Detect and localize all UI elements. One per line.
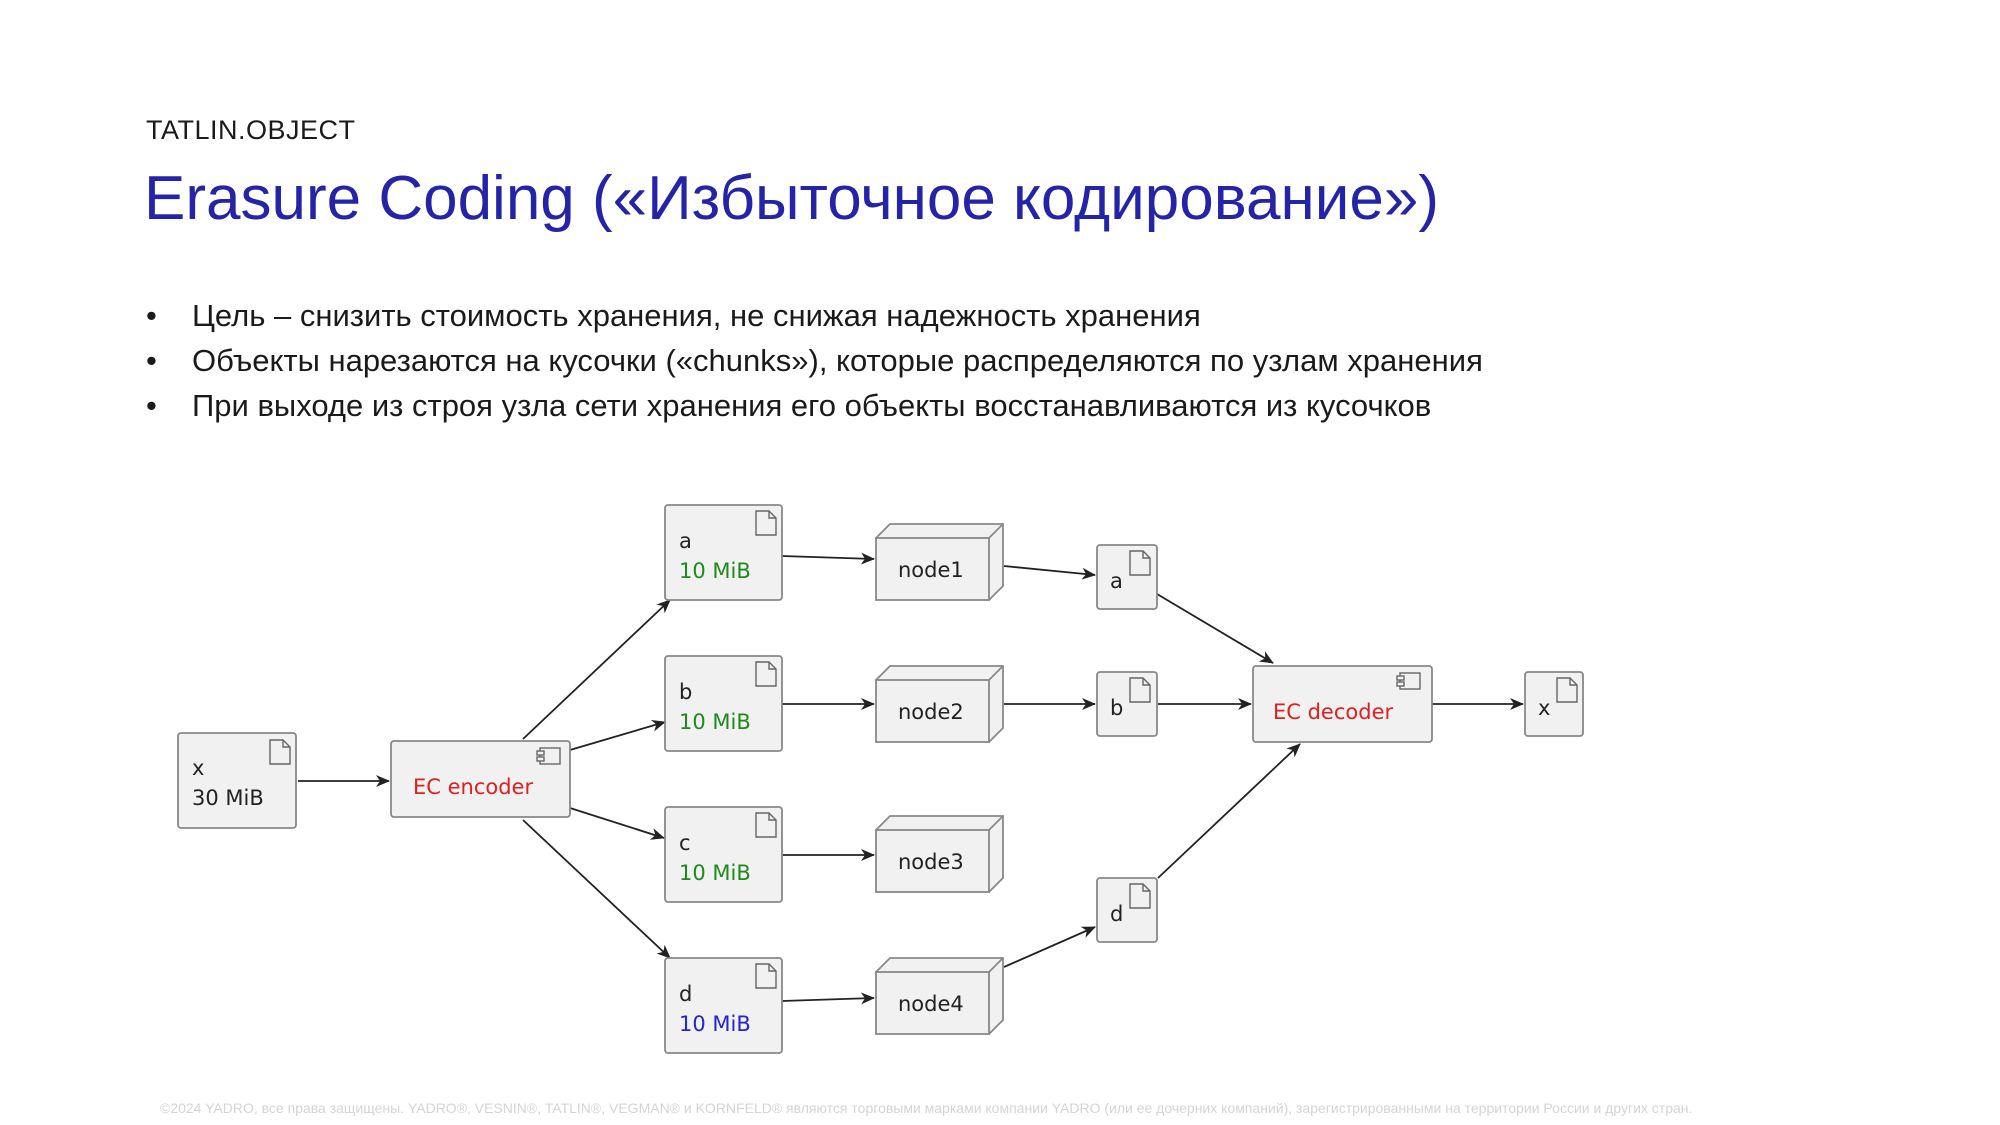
diagram-edges: [298, 552, 1524, 1005]
chunk-size: 10 MiB: [679, 1012, 751, 1036]
edge-retd-decoder: [1157, 743, 1301, 879]
chunk-label: a: [679, 529, 692, 553]
slide-title: Erasure Coding («Избыточное кодирование»…: [144, 164, 1439, 233]
edge-node1-reta: [1003, 565, 1096, 580]
chunk-label: d: [679, 982, 692, 1006]
document-icon: [755, 661, 777, 687]
output-label: x: [1538, 696, 1550, 720]
chunk-artifact: d 10 MiB: [664, 957, 783, 1054]
bullet-item: При выходе из строя узла сети хранения е…: [146, 383, 1483, 428]
retrieved-label: a: [1110, 569, 1123, 593]
storage-node: node4: [874, 957, 1004, 1036]
ec-encoder-component: EC encoder: [390, 740, 571, 818]
edge-encoder-b: [569, 719, 666, 751]
source-label: x: [192, 756, 204, 780]
node-label: node2: [898, 700, 964, 724]
edge-node4-retd: [1003, 926, 1096, 968]
source-artifact: x 30 MiB: [177, 732, 297, 829]
chunk-artifact: b 10 MiB: [664, 655, 783, 752]
edge-encoder-a: [522, 599, 671, 740]
retrieved-label: b: [1110, 696, 1123, 720]
bullet-list: Цель – снизить стоимость хранения, не сн…: [146, 293, 1483, 428]
document-icon: [269, 739, 291, 765]
storage-node: node2: [874, 665, 1004, 744]
bullet-item: Объекты нарезаются на кусочки («chunks»)…: [146, 338, 1483, 383]
copyright-footer: ©2024 YADRO, все права защищены. YADRO®,…: [160, 1100, 1693, 1116]
document-icon: [755, 812, 777, 838]
edge-encoder-c: [569, 807, 665, 840]
document-icon: [1556, 677, 1578, 703]
decoder-label: EC decoder: [1273, 700, 1394, 724]
encoder-label: EC encoder: [413, 775, 533, 799]
storage-node: node1: [874, 523, 1004, 602]
chunk-size: 10 MiB: [679, 861, 751, 885]
retrieved-chunk: a: [1096, 544, 1158, 610]
retrieved-chunk: d: [1096, 877, 1158, 943]
source-size: 30 MiB: [192, 786, 264, 810]
chunk-artifact: c 10 MiB: [664, 806, 783, 903]
document-icon: [755, 963, 777, 989]
chunk-artifact: a 10 MiB: [664, 504, 783, 601]
storage-node: node3: [874, 815, 1004, 894]
ec-decoder-component: EC decoder: [1252, 665, 1433, 743]
node-label: node1: [898, 558, 964, 582]
document-icon: [1129, 883, 1151, 909]
edge-reta-decoder: [1156, 593, 1274, 664]
node-label: node4: [898, 992, 964, 1016]
document-icon: [755, 510, 777, 536]
chunk-label: b: [679, 680, 692, 704]
document-icon: [1129, 677, 1151, 703]
component-icon: [536, 747, 561, 765]
chunk-label: c: [679, 831, 691, 855]
chunk-size: 10 MiB: [679, 710, 751, 734]
retrieved-chunk: b: [1096, 671, 1158, 737]
retrieved-label: d: [1110, 902, 1123, 926]
output-artifact: x: [1524, 671, 1584, 737]
document-icon: [1129, 550, 1151, 576]
component-icon: [1396, 672, 1421, 690]
bullet-item: Цель – снизить стоимость хранения, не сн…: [146, 293, 1483, 338]
edge-encoder-d: [522, 819, 671, 959]
section-eyebrow: TATLIN.OBJECT: [146, 115, 356, 145]
edge-d-node4: [781, 992, 875, 1005]
edge-a-node1: [781, 552, 875, 565]
chunk-size: 10 MiB: [679, 559, 751, 583]
node-label: node3: [898, 850, 964, 874]
